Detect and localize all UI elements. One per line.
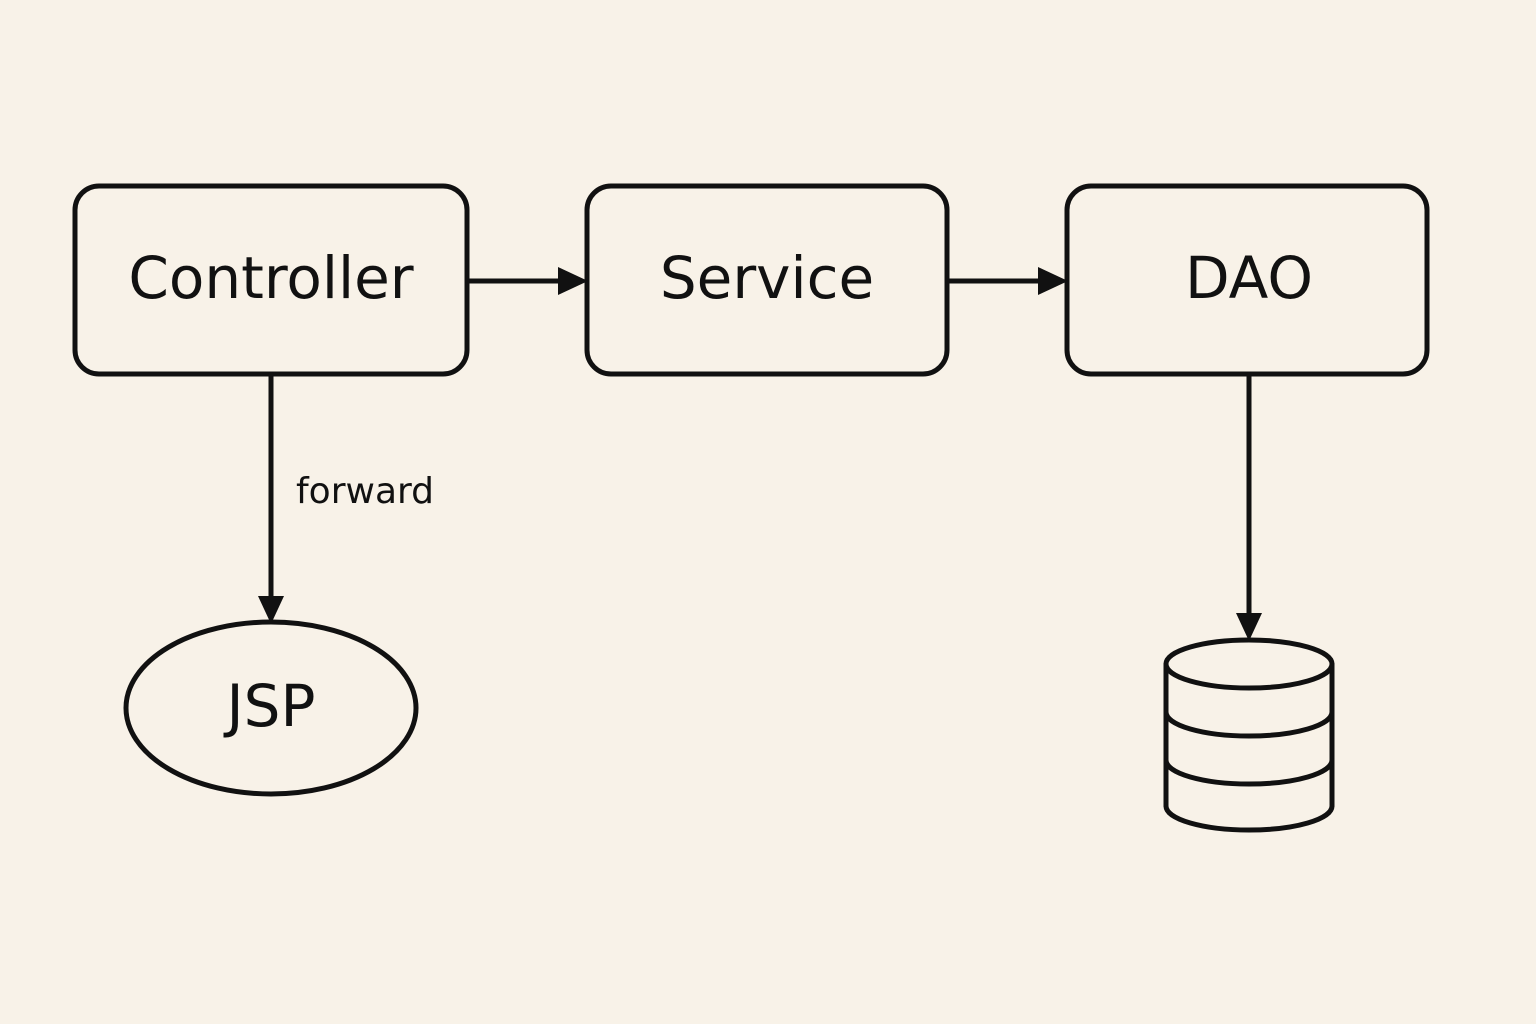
controller-to-jsp-arrowhead bbox=[258, 596, 284, 624]
forward-label: forward bbox=[296, 471, 434, 512]
database-band-1 bbox=[1163, 709, 1335, 739]
service-to-dao-arrow bbox=[944, 267, 1068, 295]
controller-to-jsp-arrow: forward bbox=[258, 371, 434, 624]
database-icon bbox=[1163, 637, 1335, 833]
controller-to-service-arrowhead bbox=[558, 267, 588, 295]
dao-to-database-arrowhead bbox=[1236, 613, 1262, 641]
database-bottom bbox=[1163, 803, 1335, 833]
jsp-label: JSP bbox=[224, 672, 316, 740]
jsp-node: JSP bbox=[123, 619, 419, 797]
jsp-ellipse bbox=[123, 619, 419, 797]
service-node: Service bbox=[584, 183, 950, 377]
dao-to-database-arrow bbox=[1236, 371, 1262, 641]
service-label: Service bbox=[660, 244, 874, 312]
controller-to-service-arrow bbox=[464, 267, 588, 295]
service-to-dao-arrowhead bbox=[1038, 267, 1068, 295]
dao-node: DAO bbox=[1064, 183, 1430, 377]
dao-label: DAO bbox=[1185, 244, 1313, 312]
controller-label: Controller bbox=[128, 244, 413, 312]
controller-node: Controller bbox=[72, 183, 470, 377]
database-band-2 bbox=[1163, 757, 1335, 787]
database-top bbox=[1163, 637, 1335, 691]
